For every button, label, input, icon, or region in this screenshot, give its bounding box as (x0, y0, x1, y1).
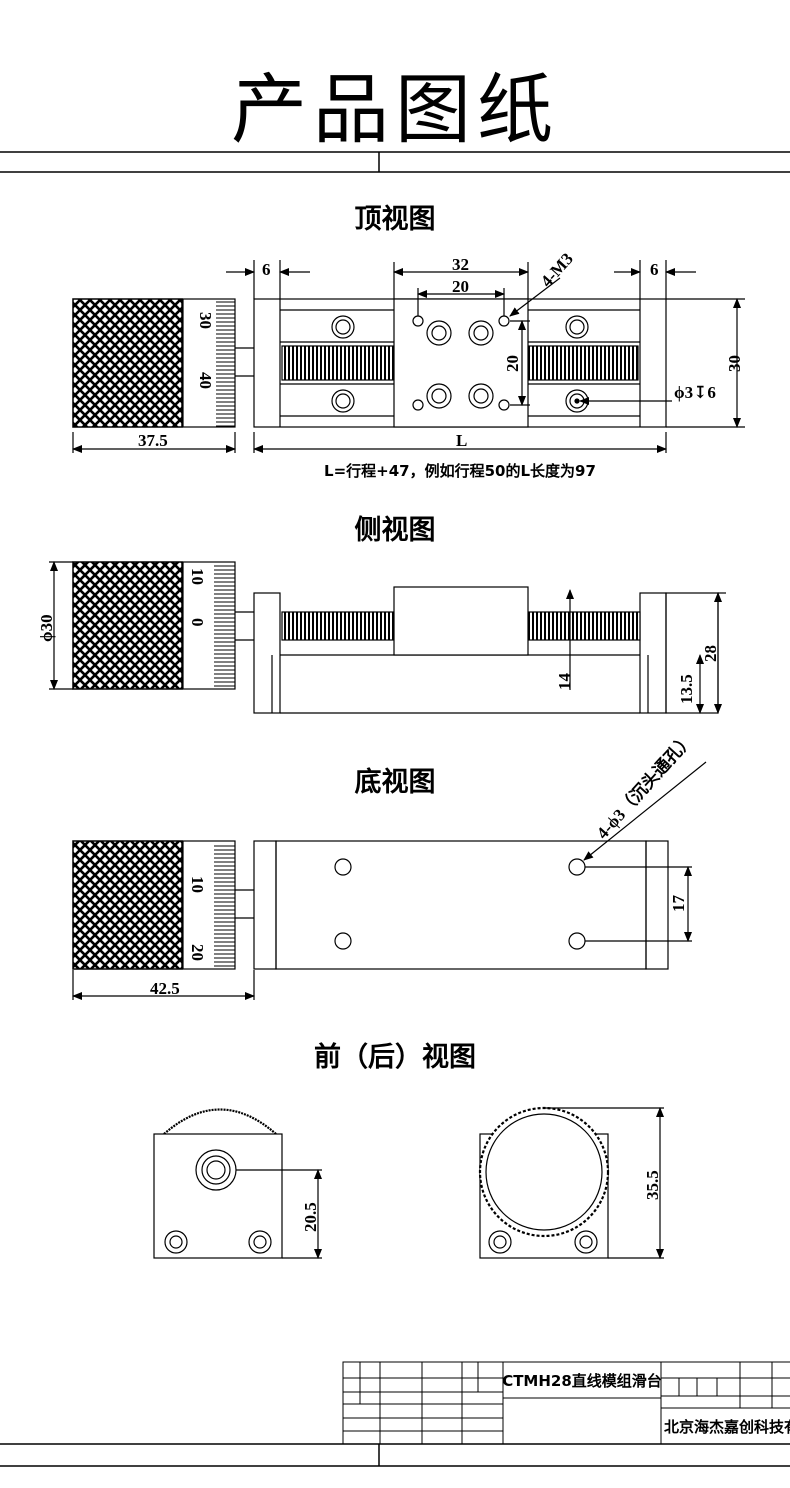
top-view-title: 顶视图 (354, 204, 436, 235)
company-name: 北京海杰嘉创科技有限公司 (664, 1418, 790, 1436)
side-view-drawing (49, 561, 726, 714)
dim-hole-pitch-vertical: 20 (503, 355, 522, 372)
dim-bottom-knob-length: 42.5 (150, 979, 180, 998)
top-frame (0, 151, 790, 173)
dim-knob-length: 37.5 (138, 431, 168, 450)
dim-knob-diameter: ϕ30 (37, 614, 56, 642)
side-knurled-knob (72, 561, 183, 690)
dim-axis-height: 20.5 (301, 1202, 320, 1232)
side-view-labels: ϕ30 14 13.5 28 10 0 (37, 568, 720, 704)
bottom-frame (0, 1443, 790, 1467)
front-view-drawing (153, 1108, 322, 1259)
dim-counterbore: ϕ3↧6 (674, 383, 716, 402)
front-view-title: 前（后）视图 (314, 1042, 476, 1073)
dim-right-margin: 6 (650, 260, 659, 279)
scale-label-40: 40 (196, 372, 215, 389)
dim-thread-note: 4-M3 (537, 249, 577, 290)
length-note: L=行程+47，例如行程50的L长度为97 (324, 462, 596, 480)
side-scale-10: 10 (188, 568, 207, 585)
side-carriage (393, 586, 529, 656)
dim-height: 30 (725, 355, 744, 372)
scale-label-30: 30 (196, 312, 215, 329)
dim-left-margin: 6 (262, 260, 271, 279)
dim-total-height: 28 (701, 645, 720, 662)
bottom-view-drawing (72, 761, 707, 1000)
dim-hole-spacing: 17 (669, 895, 688, 913)
dim-knob-height: 35.5 (643, 1170, 662, 1200)
title-block (342, 1361, 790, 1445)
dim-screw-height: 14 (555, 673, 574, 691)
dim-length: L (456, 431, 467, 450)
bottom-view-title: 底视图 (354, 767, 436, 798)
dim-hole-pitch-inner: 20 (452, 277, 469, 296)
back-view-drawing (478, 1106, 664, 1259)
bottom-scale-10: 10 (188, 876, 207, 893)
product-name: CTMH28直线模组滑台 (502, 1372, 662, 1390)
carriage (393, 298, 529, 428)
dim-base-height: 13.5 (677, 674, 696, 704)
bottom-knurled-knob (72, 840, 183, 970)
page-title: 产品图纸 (231, 65, 559, 154)
dim-hole-pitch-outer: 32 (452, 255, 469, 274)
bottom-scale-20: 20 (188, 944, 207, 961)
front-view-labels: 20.5 35.5 (301, 1170, 662, 1232)
side-view-title: 侧视图 (354, 515, 436, 546)
top-view-labels: 6 6 32 20 4-M3 20 30 ϕ3↧6 37.5 L 30 40 (138, 249, 744, 450)
knurled-knob (72, 298, 183, 428)
top-view-drawing (72, 260, 745, 453)
side-scale-0: 0 (188, 618, 207, 627)
